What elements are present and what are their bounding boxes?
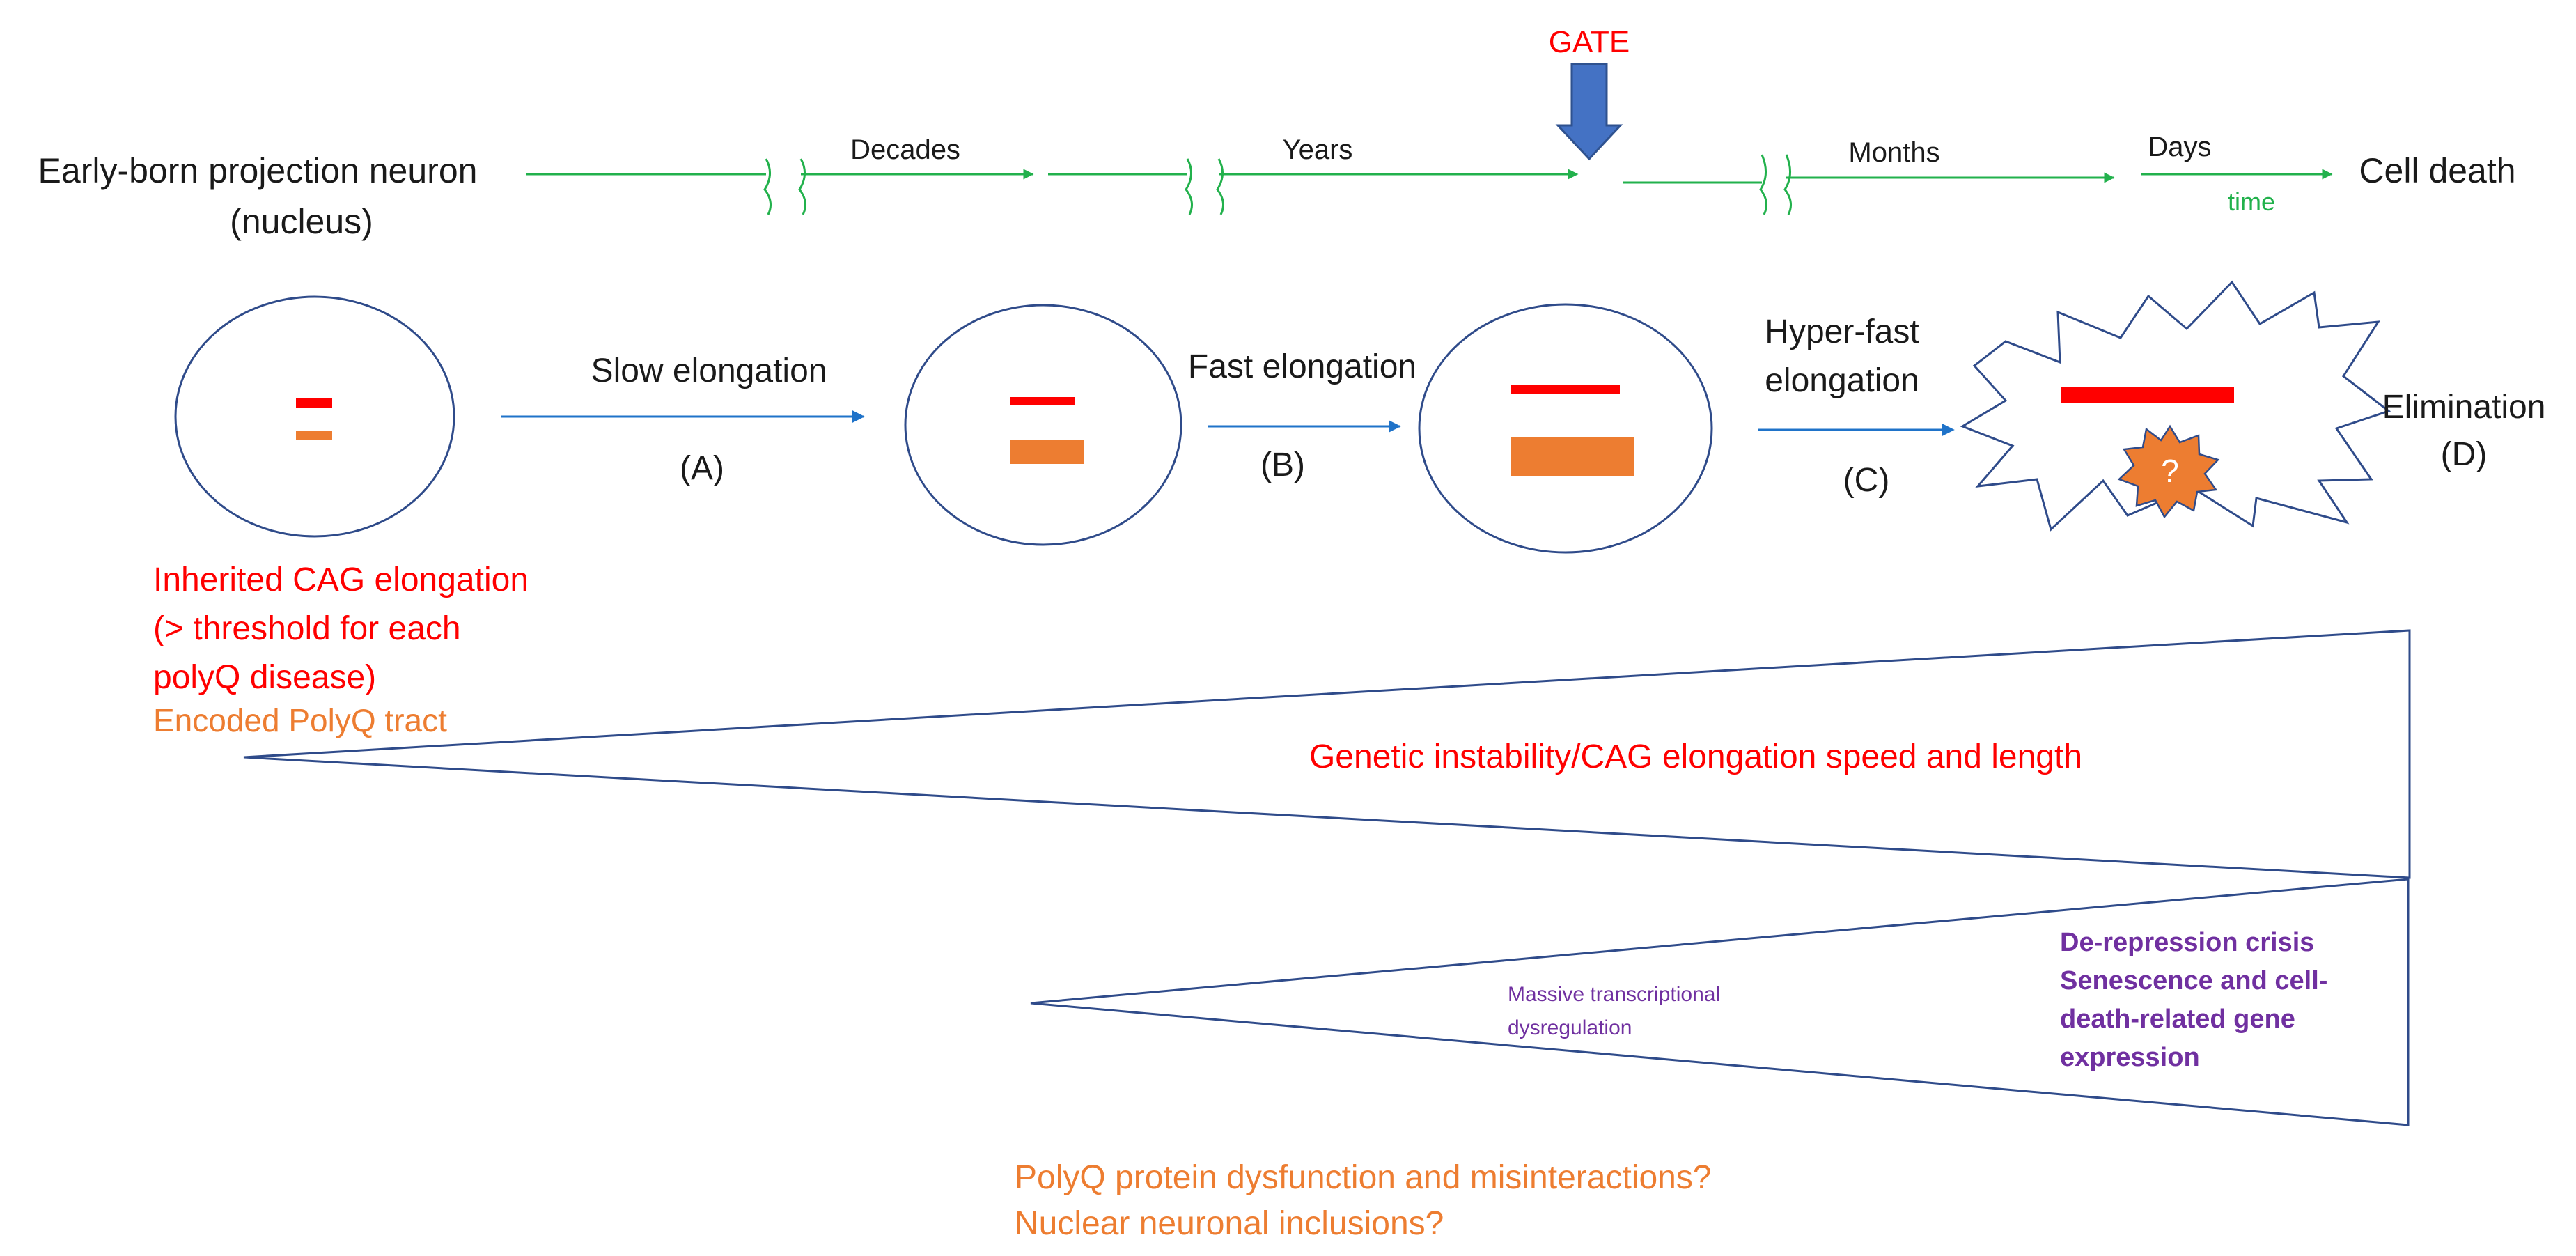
inherited-line1: Inherited CAG elongation	[153, 561, 529, 598]
timeline-segment-decades: Decades	[850, 134, 960, 165]
nucleus-fast	[1418, 303, 1713, 554]
inclusion-burst-icon	[2117, 424, 2220, 519]
ruptured-nucleus-starburst	[1960, 280, 2391, 532]
nucleus-slow	[904, 304, 1182, 546]
nuclear-inclusions-question: Nuclear neuronal inclusions?	[1015, 1205, 1444, 1242]
encoded-polyq-label: Encoded PolyQ tract	[153, 702, 447, 738]
elimination-label: Elimination	[2382, 389, 2546, 426]
hyper-fast-label-line1: Hyper-fast	[1765, 313, 1919, 350]
crisis-line3: death-related gene	[2060, 1005, 2295, 1034]
start-sublabel: (nucleus)	[230, 202, 373, 241]
break-mark	[1216, 158, 1225, 215]
inherited-line2: (> threshold for each	[153, 610, 461, 647]
cag-tract-red	[1010, 397, 1075, 405]
wedge-outline	[1030, 878, 2410, 1126]
stage-a-letter: (A)	[680, 450, 724, 487]
stage-b-letter: (B)	[1260, 447, 1305, 483]
break-mark	[1759, 154, 1768, 215]
break-mark	[763, 158, 772, 215]
genetic-instability-label: Genetic instability/CAG elongation speed…	[1309, 738, 2082, 775]
break-mark	[798, 158, 807, 215]
hyper-fast-label-line2: elongation	[1765, 362, 1919, 399]
time-axis-label: time	[2228, 187, 2275, 216]
cag-tract-red	[1511, 385, 1620, 394]
wedge-outline	[243, 629, 2411, 879]
nucleus-initial	[174, 295, 455, 538]
stage-d-letter: (D)	[2441, 436, 2488, 473]
genetic-instability-wedge: Genetic instability/CAG elongation speed…	[243, 629, 2411, 879]
start-label: Early-born projection neuron	[38, 151, 478, 190]
break-mark	[1185, 158, 1194, 215]
massive-dysregulation-line2: dysregulation	[1508, 1016, 1632, 1039]
end-label: Cell death	[2359, 151, 2515, 190]
stage-c-letter: (C)	[1843, 462, 1890, 499]
polyq-dysfunction-question: PolyQ protein dysfunction and misinterac…	[1015, 1159, 1712, 1196]
crisis-line2: Senescence and cell-	[2060, 966, 2327, 995]
gate-arrow-icon	[1555, 63, 1623, 161]
polyq-tract-orange	[1511, 437, 1634, 476]
crisis-line4: expression	[2060, 1043, 2200, 1072]
inherited-line3: polyQ disease)	[153, 659, 376, 696]
massive-dysregulation-line1: Massive transcriptional	[1508, 983, 1720, 1006]
timeline-segment-days: Days	[2148, 132, 2211, 162]
inherited-block: Inherited CAG elongation (> threshold fo…	[153, 561, 529, 738]
timeline: GATE Early-born projection neuron (nucle…	[38, 25, 2516, 241]
fast-elongation-label: Fast elongation	[1188, 348, 1416, 385]
gate-label: GATE	[1549, 25, 1630, 59]
cag-tract-red	[296, 398, 332, 408]
bottom-notes: PolyQ protein dysfunction and misinterac…	[1015, 1159, 1712, 1242]
stage-row: Slow elongation (A) Fast elongation (B) …	[174, 280, 2546, 554]
cag-tract-red	[2061, 387, 2234, 403]
break-mark	[1783, 154, 1793, 215]
question-mark: ?	[2161, 453, 2179, 489]
timeline-segment-months: Months	[1848, 137, 1939, 168]
transcriptional-wedge: Massive transcriptional dysregulation De…	[1030, 878, 2410, 1126]
timeline-segment-years: Years	[1283, 134, 1353, 165]
polyq-tract-orange	[1010, 440, 1084, 464]
polyq-tract-orange	[296, 431, 332, 440]
crisis-line1: De-repression crisis	[2060, 928, 2314, 957]
slow-elongation-label: Slow elongation	[591, 352, 827, 389]
